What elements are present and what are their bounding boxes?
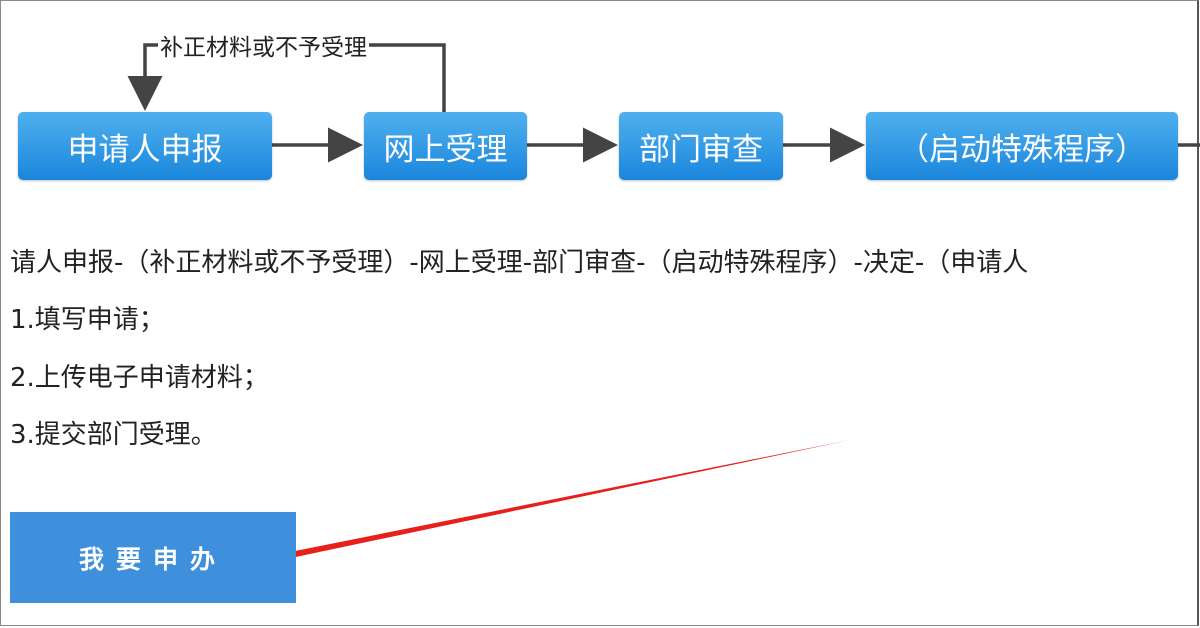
step-apply: 申请人申报: [18, 112, 272, 180]
red-annotation-arrow: [270, 440, 850, 562]
step-2: 2.上传电子申请材料；: [10, 363, 269, 393]
step-3: 3.提交部门受理。: [10, 420, 217, 450]
apply-button[interactable]: 我要申办: [10, 512, 296, 603]
step-department-review: 部门审查: [619, 112, 783, 180]
step-1: 1.填写申请；: [10, 305, 165, 335]
step-special-procedure: （启动特殊程序）: [866, 112, 1178, 180]
process-line: 请人申报-（补正材料或不予受理）-网上受理-部门审查-（启动特殊程序）-决定-（…: [10, 248, 1029, 278]
step-online-accept: 网上受理: [364, 112, 527, 180]
loop-label: 补正材料或不予受理: [158, 28, 369, 62]
